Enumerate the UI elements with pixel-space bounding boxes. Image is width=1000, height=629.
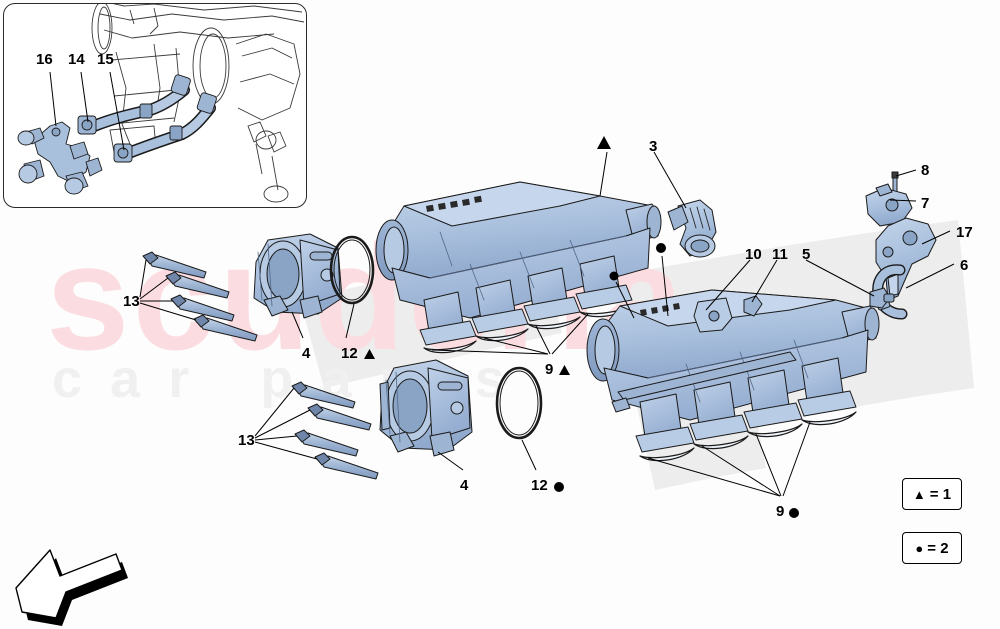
callout-6: 6 — [960, 257, 969, 274]
support-bracket-item-7 — [865, 183, 913, 227]
callout-14: 14 — [68, 51, 85, 68]
throttle-body-bolts-upper — [142, 251, 258, 342]
callout-9-upper: 9 — [545, 361, 554, 378]
legend-triangle-text: = 1 — [929, 485, 952, 503]
intake-elbow-duct — [667, 199, 717, 258]
callout-15: 15 — [97, 51, 114, 68]
mounting-bracket-item-17 — [875, 217, 937, 301]
triangle-marker-icon: ▲ — [912, 486, 926, 502]
callout-9-lower-group: 9 — [776, 504, 800, 519]
inset-detail-panel — [3, 3, 307, 208]
callout-4-lower: 4 — [460, 477, 469, 494]
callout-17: 17 — [956, 224, 973, 241]
dot-marker-icon — [656, 243, 666, 253]
callout-12-upper: 12 — [341, 345, 358, 362]
callout-9-upper-group: 9 — [545, 362, 571, 377]
connector-fitting-item-5 — [869, 287, 895, 309]
inset-illustration — [17, 4, 305, 203]
callout-8: 8 — [921, 162, 930, 179]
callout-3: 3 — [649, 138, 658, 155]
right-intake-manifold — [586, 289, 880, 462]
left-intake-manifold — [375, 181, 662, 354]
throttle-body-bolts-lower — [291, 381, 379, 480]
callout-5: 5 — [802, 246, 811, 263]
throttle-body-lower — [379, 359, 473, 457]
triangle-marker-icon — [363, 348, 375, 359]
triangle-marker-icon — [597, 136, 611, 149]
callout-12-lower-group: 12 — [531, 478, 565, 493]
callout-10: 10 — [745, 246, 762, 263]
gasket-oring-lower — [495, 366, 543, 440]
legend-dot-text: = 2 — [927, 539, 949, 557]
callout-12-upper-group: 12 — [341, 346, 376, 361]
callout-13-lower: 13 — [238, 432, 255, 449]
throttle-body-upper — [253, 233, 343, 319]
callout-4-upper: 4 — [302, 345, 311, 362]
gasket-oring-upper — [329, 235, 375, 305]
triangle-marker-icon — [559, 364, 571, 375]
dot-marker-icon — [609, 271, 619, 281]
dot-marker-icon — [789, 507, 800, 518]
dot-marker-icon — [553, 481, 564, 492]
callout-12-lower: 12 — [531, 477, 548, 494]
callout-7: 7 — [921, 195, 930, 212]
callout-16: 16 — [36, 51, 53, 68]
legend-triangle-equals-one: ▲ = 1 — [902, 478, 962, 510]
callout-11: 11 — [772, 246, 788, 263]
dot-marker-icon: ● — [915, 540, 924, 556]
callout-9-lower: 9 — [776, 503, 785, 520]
callout-13-upper: 13 — [123, 293, 140, 310]
legend-dot-equals-two: ● = 2 — [902, 532, 962, 564]
